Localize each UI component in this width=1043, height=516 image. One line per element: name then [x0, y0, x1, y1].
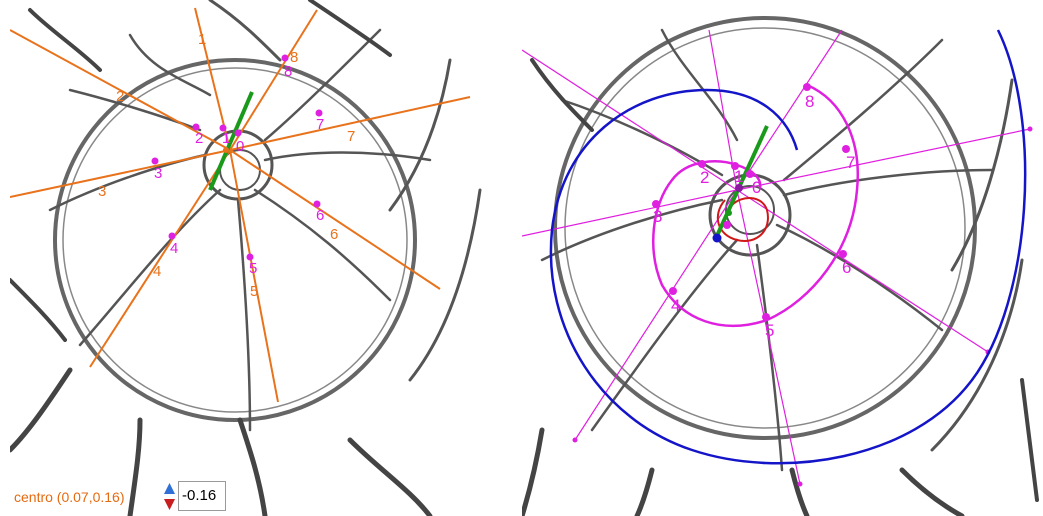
point — [698, 160, 706, 168]
point — [234, 129, 242, 137]
ray-label: 7 — [347, 128, 355, 145]
center-point — [735, 184, 743, 192]
value-input[interactable]: -0.16 — [178, 481, 226, 511]
point — [803, 83, 811, 91]
center-readout: centro (0.07,0.16) — [14, 489, 125, 505]
spiral-points-right[interactable] — [652, 83, 850, 321]
spiral-curve — [652, 83, 859, 328]
point-label: 4 — [170, 240, 178, 257]
point-label: 8 — [805, 92, 814, 111]
shell-background-right — [522, 16, 1039, 516]
point-label: 7 — [846, 153, 855, 172]
point — [723, 221, 731, 229]
point-label: 0 — [236, 138, 244, 155]
value-stepper[interactable] — [163, 481, 176, 513]
point-label: 2 — [700, 168, 709, 187]
right-graph-canvas[interactable]: 0 1 2 3 4 5 6 7 8 — [522, 0, 1043, 516]
inner-spiral-curve — [716, 197, 769, 242]
point — [839, 250, 847, 258]
point-label: 6 — [316, 207, 324, 224]
center-point — [223, 147, 229, 153]
ray-label: 8 — [290, 49, 298, 66]
ray-label: 2 — [116, 88, 124, 105]
outer-spiral-curve — [549, 29, 1027, 465]
shell-background-left — [10, 0, 482, 516]
point-label: 0 — [752, 178, 761, 197]
triangle-down-icon[interactable] — [163, 497, 176, 512]
point — [168, 232, 176, 240]
point-label: 5 — [765, 321, 774, 340]
point — [151, 157, 159, 165]
point — [192, 123, 200, 131]
point-label: 3 — [154, 165, 162, 182]
ray-label: 5 — [250, 283, 258, 300]
triangle-up-icon[interactable] — [163, 481, 176, 496]
point — [315, 109, 323, 117]
point — [652, 200, 660, 208]
point-labels-right: 0 1 2 3 4 5 6 7 8 — [653, 92, 855, 340]
axis-segment-right[interactable] — [714, 125, 769, 239]
right-graph-view[interactable]: 0 1 2 3 4 5 6 7 8 — [522, 0, 1043, 516]
point — [842, 145, 850, 153]
axis-segment-left[interactable] — [208, 91, 254, 191]
point-label: 1 — [222, 130, 230, 147]
point-label: 1 — [734, 167, 743, 186]
point — [219, 124, 227, 132]
point — [313, 200, 321, 208]
point-label: 4 — [671, 296, 680, 315]
point — [281, 54, 289, 62]
spiral-points-left[interactable] — [151, 54, 323, 261]
radial-rays-left — [10, 7, 471, 403]
point-label: 6 — [842, 258, 851, 277]
ray-label: 6 — [330, 226, 338, 243]
point-label: 3 — [653, 207, 662, 226]
radial-rays-right — [522, 29, 1031, 485]
ray-labels-left: 1 2 3 4 5 6 7 8 — [98, 31, 355, 300]
axis-point — [726, 210, 732, 216]
ray-label: 3 — [98, 183, 106, 200]
point-labels-left: 0 1 2 3 4 5 6 7 8 — [154, 63, 324, 277]
point-label: 5 — [249, 260, 257, 277]
point-label: 8 — [284, 63, 292, 80]
point — [246, 253, 254, 261]
point — [669, 287, 677, 295]
ray-endpoints-right[interactable] — [572, 126, 1033, 487]
left-graph-view[interactable]: 1 2 3 4 5 6 7 8 0 1 2 3 4 5 — [10, 0, 484, 516]
point — [731, 162, 739, 170]
point-label: 2 — [195, 130, 203, 147]
base-point — [712, 233, 722, 243]
ray-label: 4 — [153, 263, 161, 280]
point-label: 7 — [316, 116, 324, 133]
ray-label: 1 — [198, 31, 206, 48]
point — [762, 313, 770, 321]
point — [746, 170, 754, 178]
left-graph-canvas[interactable]: 1 2 3 4 5 6 7 8 0 1 2 3 4 5 — [10, 0, 484, 516]
